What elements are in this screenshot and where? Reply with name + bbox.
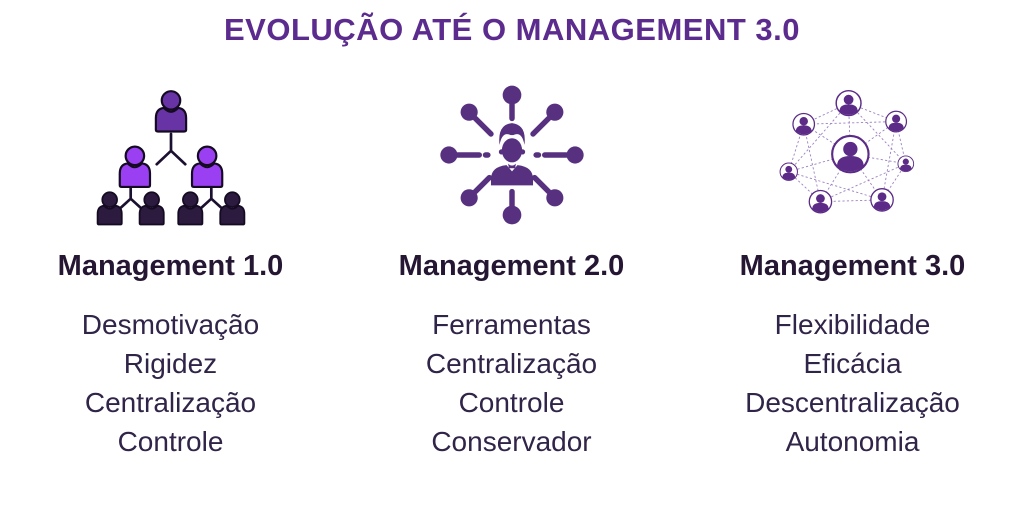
avatar xyxy=(779,162,798,181)
trait-item: Controle xyxy=(117,426,224,457)
person-hub-spokes-icon xyxy=(438,76,586,234)
hub-center-person xyxy=(490,123,533,186)
column-heading: Management 3.0 xyxy=(739,250,966,282)
column-management-2: Management 2.0 Ferramentas Centralização… xyxy=(341,76,682,461)
org-branch-lines xyxy=(118,132,223,210)
middle-manager-figure xyxy=(190,145,223,189)
central-avatar xyxy=(830,134,870,174)
trait-item: Flexibilidade xyxy=(774,309,931,340)
columns-row: Management 1.0 Desmotivação Rigidez Cent… xyxy=(0,76,1024,461)
avatar xyxy=(884,110,907,133)
trait-list: Flexibilidade Eficácia Descentralização … xyxy=(745,305,960,461)
hub-spoke-lines xyxy=(454,101,569,209)
trait-item: Eficácia xyxy=(803,348,902,379)
hierarchy-people-icon xyxy=(87,76,255,234)
avatar xyxy=(808,189,832,214)
trait-item: Rigidez xyxy=(123,348,218,379)
avatar xyxy=(896,155,914,173)
trait-list: Desmotivação Rigidez Centralização Contr… xyxy=(82,305,259,461)
trait-item: Descentralização xyxy=(745,387,960,418)
person-hub-spokes-icon-svg xyxy=(439,85,584,225)
column-management-3: Management 3.0 Flexibilidade Eficácia De… xyxy=(682,76,1023,461)
top-manager-figure xyxy=(154,90,187,133)
page-title: EVOLUÇÃO ATÉ O MANAGEMENT 3.0 xyxy=(224,12,800,47)
people-mesh-network-icon-svg xyxy=(779,89,914,214)
trait-item: Conservador xyxy=(431,426,592,457)
middle-manager-figure xyxy=(118,145,151,189)
people-mesh-network-icon xyxy=(765,76,941,234)
worker-figure xyxy=(96,191,123,226)
column-management-1: Management 1.0 Desmotivação Rigidez Cent… xyxy=(0,76,341,461)
avatar xyxy=(834,89,862,117)
hub-nodes xyxy=(439,85,584,225)
trait-item: Autonomia xyxy=(785,426,920,457)
trait-item: Ferramentas xyxy=(432,309,591,340)
trait-item: Centralização xyxy=(425,348,598,379)
hierarchy-people-icon-svg xyxy=(96,90,245,226)
trait-list: Ferramentas Centralização Controle Conse… xyxy=(426,305,597,461)
trait-item: Desmotivação xyxy=(81,309,260,340)
trait-item: Controle xyxy=(458,387,565,418)
worker-figure xyxy=(218,191,245,226)
column-heading: Management 1.0 xyxy=(57,250,284,282)
worker-figure xyxy=(138,191,165,226)
column-heading: Management 2.0 xyxy=(398,250,625,282)
trait-item: Centralização xyxy=(84,387,257,418)
worker-figure xyxy=(176,191,203,226)
avatar xyxy=(869,188,894,212)
avatar xyxy=(791,112,815,136)
